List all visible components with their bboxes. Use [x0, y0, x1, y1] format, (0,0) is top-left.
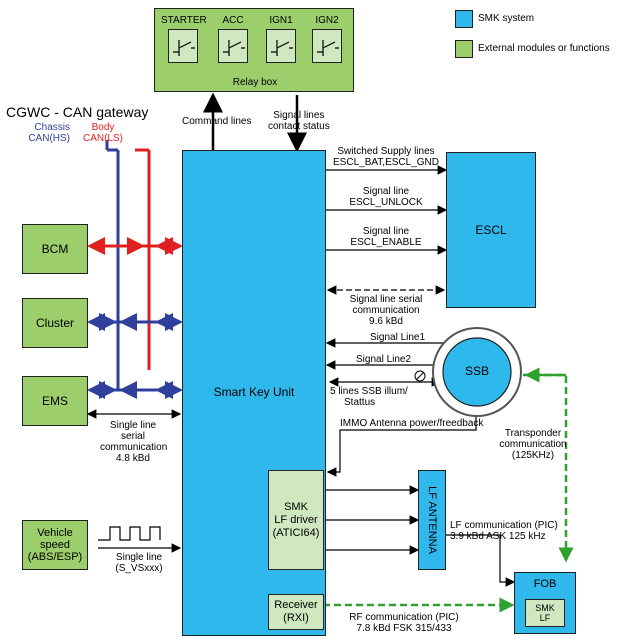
relay-ign1-label: IGN1 — [269, 15, 293, 26]
ssb-illum-label: 5 lines SSB illum/ Stattus — [330, 386, 408, 408]
signal-enable-label: Signal line ESCL_ENABLE — [336, 226, 436, 248]
chassis-can-label: Chassis CAN(HS) — [26, 122, 70, 144]
lf-antenna: LF ANTENNA — [418, 470, 446, 570]
chassis-label-line2: CAN(HS) — [28, 133, 70, 144]
ssb-illum-line2: Stattus — [344, 397, 376, 408]
switched-supply-line1: Switched Supply lines — [337, 146, 435, 157]
legend-smk-swatch — [455, 10, 473, 28]
relay-acc: ACC — [211, 15, 255, 63]
legend-external-label: External modules or functions — [478, 43, 610, 54]
single-speed-line2: (S_VSxxx) — [115, 563, 163, 574]
smk-lf-driver-line2: LF driver — [274, 513, 318, 526]
relay-box-title: Relay box — [232, 77, 278, 88]
vehicle-speed-line3: (ABS/ESP) — [27, 551, 83, 563]
transponder-line1: Transponder — [504, 428, 562, 439]
signal-line1-label: Signal Line1 — [370, 332, 426, 343]
gateway-title: CGWC - CAN gateway — [6, 104, 149, 120]
lf-comm-line1: LF communication (PIC) — [450, 520, 558, 531]
transponder-label: Transponder communication (125KHz) — [492, 428, 574, 461]
signal-unlock-line1: Signal line — [362, 186, 410, 197]
fob-title: FOB — [533, 578, 557, 590]
relay-ign2: IGN2 — [305, 15, 349, 63]
relay-ign2-label: IGN2 — [315, 15, 339, 26]
serial-escl-label: Signal line serial communication 9.6 kBd — [336, 294, 436, 327]
smk-lf-driver: SMK LF driver (ATICI64) — [268, 470, 324, 570]
ems-module: EMS — [22, 376, 88, 426]
cluster-module: Cluster — [22, 298, 88, 348]
relay-switch-icon — [168, 29, 198, 63]
escl-module: ESCL — [446, 152, 536, 308]
lf-comm-label: LF communication (PIC) 3.9 kBd ASK 125 k… — [450, 520, 558, 542]
single-serial-line4: 4.8 kBd — [116, 453, 150, 464]
lf-comm-line2: 3.9 kBd ASK 125 kHz — [450, 531, 546, 542]
signal-contact-line2: contact status — [268, 121, 330, 132]
receiver: Receiver (RXI) — [268, 594, 324, 630]
ssb-button — [442, 337, 512, 407]
relay-switch-icon — [312, 29, 342, 63]
single-speed-line1: Single line — [115, 552, 163, 563]
signal-enable-line1: Signal line — [362, 226, 410, 237]
receiver-line1: Receiver — [274, 599, 318, 611]
single-serial-line1: Single line — [109, 420, 157, 431]
vehicle-speed-module: Vehicle speed (ABS/ESP) — [22, 520, 88, 570]
serial-escl-line3: 9.6 kBd — [369, 316, 403, 327]
rf-comm-line2: 7.8 kBd FSK 315/433 — [356, 623, 452, 634]
relay-starter: STARTER — [161, 15, 207, 63]
body-label-line2: CAN(LS) — [82, 133, 123, 144]
signal-contact-line1: Signal lines — [273, 110, 325, 121]
legend-smk-label: SMK system — [478, 13, 535, 24]
transponder-line3: (125KHz) — [511, 450, 555, 461]
serial-escl-line2: communication — [352, 305, 420, 316]
signal-line2-label: Signal Line2 — [356, 354, 412, 365]
switched-supply-line2: ESCL_BAT,ESCL_GND — [333, 157, 439, 168]
vehicle-speed-line2: speed — [40, 539, 70, 551]
body-can-label: Body CAN(LS) — [80, 122, 126, 144]
fob-inner-line1: SMK — [535, 603, 555, 613]
chassis-label-line1: Chassis — [34, 122, 70, 133]
signal-unlock-line2: ESCL_UNLOCK — [349, 197, 423, 208]
vehicle-speed-line1: Vehicle — [37, 527, 73, 539]
serial-escl-line1: Signal line serial — [349, 294, 423, 305]
relay-acc-label: ACC — [222, 15, 244, 26]
fob-smk-lf: SMK LF — [525, 599, 565, 627]
smk-lf-driver-line3: (ATICI64) — [272, 526, 320, 539]
relay-switch-icon — [266, 29, 296, 63]
fob-inner-line2: LF — [539, 613, 551, 623]
switched-supply-label: Switched Supply lines ESCL_BAT,ESCL_GND — [330, 146, 442, 168]
single-line-speed-label: Single line (S_VSxxx) — [106, 552, 172, 574]
signal-contact-label: Signal lines contact status — [268, 110, 330, 132]
receiver-line2: (RXI) — [283, 612, 309, 624]
single-serial-line3: communication — [100, 442, 168, 453]
fob: FOB SMK LF — [514, 572, 576, 634]
relay-ign1: IGN1 — [259, 15, 303, 63]
signal-enable-line2: ESCL_ENABLE — [350, 237, 422, 248]
relay-switch-icon — [218, 29, 248, 63]
relay-starter-label: STARTER — [161, 15, 207, 26]
smk-lf-driver-line1: SMK — [284, 500, 308, 513]
rf-comm-label: RF communication (PIC) 7.8 kBd FSK 315/4… — [346, 612, 462, 634]
command-lines-label: Command lines — [182, 116, 252, 127]
relay-box: STARTER ACC IGN1 IGN2 Relay box — [154, 8, 354, 92]
immo-label: IMMO Antenna power/freedback — [340, 418, 484, 429]
smart-key-unit-label: Smart Key Unit — [213, 385, 295, 399]
signal-unlock-label: Signal line ESCL_UNLOCK — [336, 186, 436, 208]
body-label-line1: Body — [91, 122, 115, 133]
legend-external-swatch — [455, 40, 473, 58]
bcm-module: BCM — [22, 224, 88, 274]
ssb-illum-line1: 5 lines SSB illum/ — [330, 386, 408, 397]
rf-comm-line1: RF communication (PIC) — [349, 612, 459, 623]
transponder-line2: communication — [499, 439, 567, 450]
lf-antenna-label: LF ANTENNA — [426, 486, 439, 554]
single-serial-line2: serial — [121, 431, 145, 442]
ssb-label: SSB — [464, 364, 489, 378]
single-line-serial-label: Single line serial communication 4.8 kBd — [100, 420, 168, 464]
